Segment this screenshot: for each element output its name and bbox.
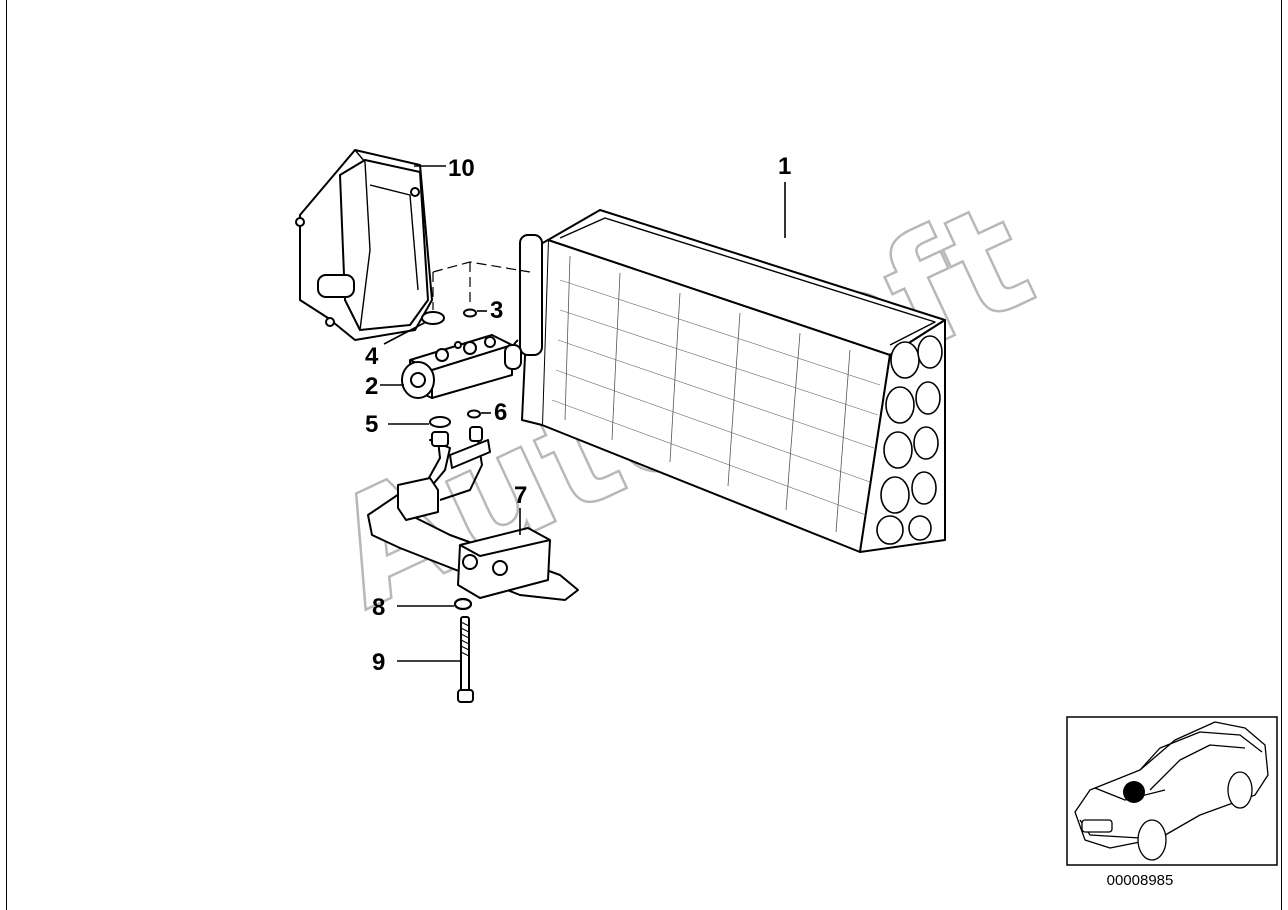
callout-9: 9 (372, 649, 385, 676)
washer-part-8[interactable] (453, 597, 473, 611)
o-ring-part-5[interactable] (429, 416, 451, 428)
diagram-reference-number: 00008985 (1106, 872, 1174, 889)
location-marker (1123, 781, 1145, 803)
callout-3: 3 (490, 297, 503, 324)
bolt-part-9[interactable] (457, 616, 474, 703)
o-ring-part-3[interactable] (463, 308, 477, 318)
leader-lines (380, 165, 786, 662)
car-silhouette (1074, 721, 1269, 861)
callout-10: 10 (448, 155, 475, 182)
housing-cover-part-10[interactable] (295, 149, 433, 341)
callout-8: 8 (372, 594, 385, 621)
frame-border-right (1281, 0, 1282, 910)
leader-line-4 (383, 321, 427, 345)
callout-5: 5 (365, 411, 378, 438)
o-ring-part-4[interactable] (421, 311, 445, 325)
pipe-assembly-part-7[interactable] (367, 426, 579, 601)
callout-7: 7 (514, 482, 527, 509)
o-ring-part-6[interactable] (467, 409, 481, 419)
frame-border-left (6, 0, 7, 910)
locator-inset (1066, 716, 1278, 866)
alignment-lines (432, 261, 531, 310)
callout-2: 2 (365, 373, 378, 400)
callout-4: 4 (365, 343, 379, 370)
callout-1: 1 (778, 153, 791, 180)
expansion-valve-part-2[interactable] (401, 334, 522, 399)
evaporator-part-1[interactable] (510, 209, 946, 553)
callout-6: 6 (494, 399, 507, 426)
